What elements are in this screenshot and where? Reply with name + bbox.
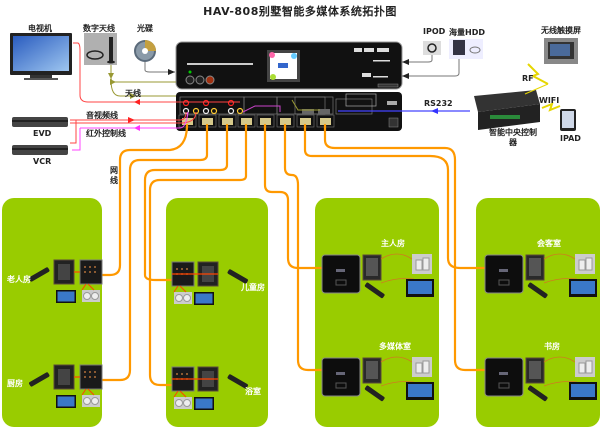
network-cable: [143, 123, 229, 282]
label-vcr: VCR: [33, 157, 52, 166]
ipad-icon: [560, 109, 576, 131]
hdd-icon: [449, 39, 483, 59]
antenna-icon: [84, 33, 117, 65]
media-panel-icon: [484, 254, 524, 294]
label-antenna-line: 天线: [125, 89, 141, 98]
label-rs232: RS232: [424, 99, 453, 108]
remote-icon: [364, 282, 385, 299]
panel-icon: [79, 364, 103, 390]
network-cable: [94, 123, 189, 277]
cable-ipod: [402, 55, 433, 63]
network-cables: [94, 123, 486, 387]
label-hdd: 海量HDD: [449, 28, 485, 37]
cable-hdd: [402, 59, 460, 77]
controller-icon: [474, 90, 540, 130]
vcr-icon: [12, 145, 68, 155]
media-panel-icon: [321, 254, 361, 294]
room-label-guest: 会客室: [537, 239, 561, 248]
network-cable: [263, 123, 324, 270]
room-label-media: 多媒体室: [379, 342, 411, 351]
tv-icon: [10, 33, 72, 80]
media-panel-icon: [484, 357, 524, 397]
remote-icon: [364, 385, 385, 402]
room-label-children: 儿童房: [241, 283, 265, 292]
remote-icon: [527, 385, 548, 402]
touch-screen-icon: [544, 38, 578, 64]
room-label-bathroom: 浴室: [245, 387, 261, 396]
label-touch-screen: 无线触摸屏: [541, 26, 581, 35]
disc-icon: [134, 40, 156, 62]
label-network-line: 网线: [110, 166, 118, 185]
room-device-set: [171, 366, 248, 410]
remote-icon: [527, 282, 548, 299]
label-ipod: IPOD: [423, 27, 446, 36]
room-device-set: [321, 253, 434, 299]
room-device-set: [29, 364, 103, 408]
network-cable: [303, 123, 486, 270]
room-label-kitchen: 厨房: [7, 379, 23, 388]
evd-icon: [12, 117, 68, 127]
label-av-line: 音视频线: [86, 111, 118, 120]
rj45-port: [276, 114, 295, 128]
network-cable: [283, 123, 324, 372]
main-device-front: [175, 41, 403, 90]
room-devices: [29, 253, 597, 410]
room-device-set: [321, 356, 434, 402]
label-disc: 光碟: [137, 24, 153, 33]
network-cable: [94, 123, 209, 382]
room-label-study: 书房: [544, 342, 560, 351]
network-ports: [178, 114, 335, 128]
remote-icon: [227, 269, 248, 284]
room-label-elder: 老人房: [7, 275, 31, 284]
room-device-set: [484, 253, 597, 299]
room-device-set: [171, 261, 248, 305]
ipod-icon: [423, 41, 441, 55]
network-cable: [148, 123, 248, 387]
cable-antenna: [107, 65, 176, 85]
label-tv: 电视机: [28, 24, 52, 33]
network-cable: [323, 123, 486, 372]
rf-signal-icon: [527, 63, 549, 85]
remote-icon: [29, 267, 50, 282]
remote-icon: [29, 372, 50, 387]
label-rf: RF: [522, 74, 534, 83]
cable-evd-av: [70, 111, 187, 121]
wifi-signal-icon: [541, 102, 561, 112]
label-controller: 智能中央控制器: [489, 128, 537, 147]
label-ipad: IPAD: [560, 134, 581, 143]
label-wifi: WIFI: [539, 96, 560, 105]
label-ir-line: 红外控制线: [86, 129, 126, 138]
cable-tv: [73, 42, 240, 103]
room-label-master: 主人房: [381, 239, 405, 248]
cable-disc: [144, 62, 175, 73]
label-evd: EVD: [33, 129, 52, 138]
room-device-set: [484, 356, 597, 402]
remote-icon: [227, 374, 248, 389]
media-panel-icon: [321, 357, 361, 397]
label-antenna: 数字天线: [83, 24, 115, 33]
diagram-title: HAV-808别墅智能多媒体系统拓扑图: [203, 5, 397, 18]
rj45-port: [296, 114, 315, 128]
room-device-set: [29, 259, 103, 303]
panel-icon: [79, 259, 103, 285]
